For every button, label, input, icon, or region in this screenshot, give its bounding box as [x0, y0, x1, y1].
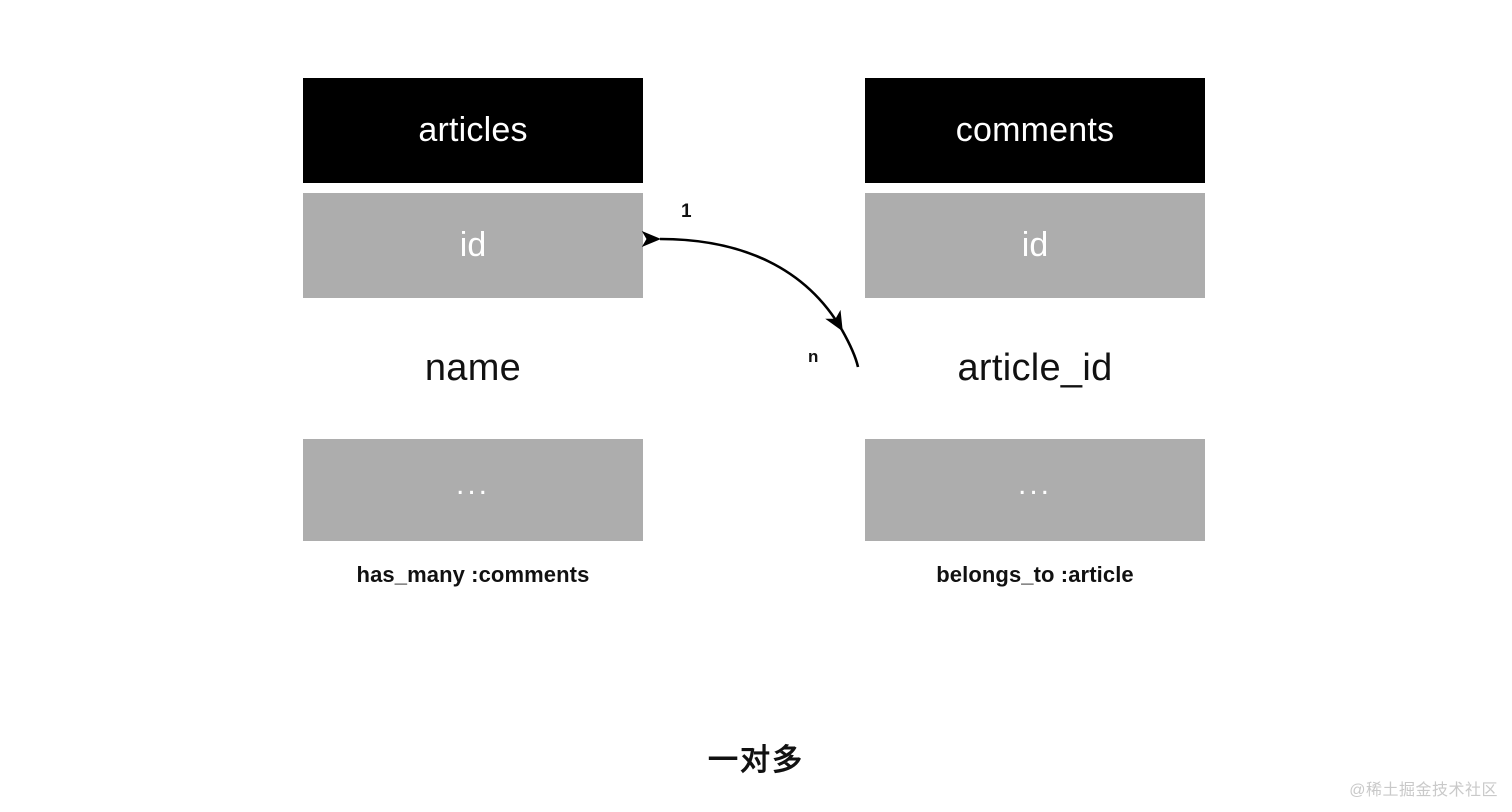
cardinality-one-label: 1 [681, 201, 692, 222]
watermark-text: @稀土掘金技术社区 [1349, 782, 1498, 799]
row-divider [865, 421, 1205, 439]
entity-table-articles: articles id name ... [303, 78, 643, 541]
field-row-articles-id: id [303, 193, 643, 298]
row-divider [303, 183, 643, 193]
row-divider [303, 298, 643, 316]
entity-table-comments: comments id article_id ... [865, 78, 1205, 541]
table-header-articles: articles [303, 78, 643, 183]
cardinality-many-label: n [808, 347, 819, 366]
relation-curve-tail [840, 329, 860, 368]
table-header-comments: comments [865, 78, 1205, 183]
field-row-comments-id: id [865, 193, 1205, 298]
row-divider [303, 421, 643, 439]
field-row-articles-more: ... [303, 439, 643, 541]
association-label-belongs-to: belongs_to :article [936, 562, 1134, 587]
association-label-has-many: has_many :comments [356, 562, 590, 587]
field-row-comments-more: ... [865, 439, 1205, 541]
field-row-articles-name: name [303, 316, 643, 421]
diagram-caption: 一对多 [708, 744, 804, 777]
relation-curve [641, 230, 844, 332]
field-row-comments-article-id: article_id [865, 316, 1205, 421]
row-divider [865, 298, 1205, 316]
row-divider [865, 183, 1205, 193]
